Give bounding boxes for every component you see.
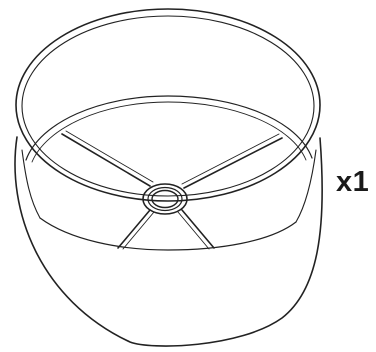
- spider-spoke-front-right-inner: [177, 211, 210, 250]
- top-rim-outer: [15, 8, 321, 202]
- interior-right-wall: [295, 149, 317, 223]
- fitter-ring-outer: [142, 183, 188, 215]
- spider-spoke-back-left-inner: [65, 130, 154, 183]
- spider-spoke-front-left: [117, 209, 151, 249]
- lampshade-icon: [14, 8, 323, 347]
- interior-back-edge: [25, 95, 313, 161]
- spider-spoke-front-right: [181, 209, 215, 249]
- interior-left-wall: [21, 149, 41, 219]
- quantity-label: x1: [336, 166, 370, 198]
- spider-spoke-back-right: [183, 137, 283, 189]
- top-rim-inner: [21, 15, 315, 197]
- spider-spoke-back-left: [61, 133, 151, 187]
- bottom-rim-inner: [39, 217, 297, 251]
- shade-body-outline: [14, 136, 323, 347]
- spider-spoke-front-left-inner: [122, 211, 155, 250]
- spider-spoke-back-right-inner: [181, 133, 280, 185]
- interior-back-edge-inner: [31, 101, 307, 163]
- fitter-ring-middle: [147, 186, 183, 212]
- fitter-ring-inner: [151, 189, 179, 209]
